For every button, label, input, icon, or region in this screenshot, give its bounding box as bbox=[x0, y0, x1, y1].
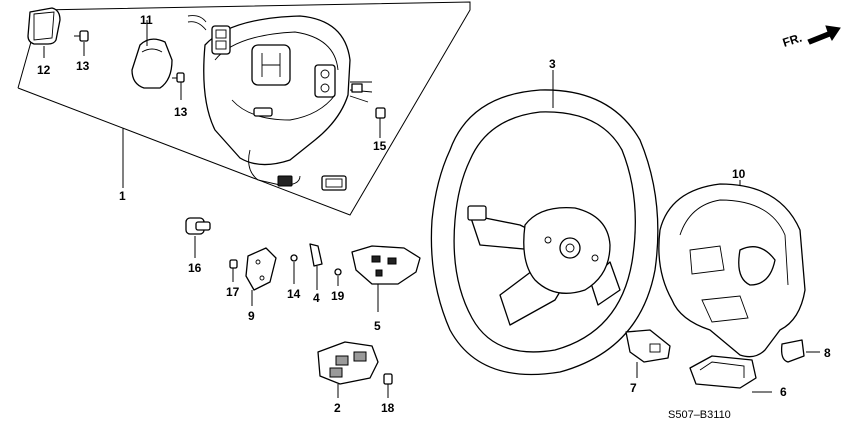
part-11-inflator[interactable] bbox=[131, 32, 173, 89]
callout-labels: 1 2 3 4 5 6 7 8 9 10 11 12 13 13 14 15 1… bbox=[37, 13, 831, 415]
callout-18: 18 bbox=[381, 401, 395, 415]
part-9-bracket[interactable] bbox=[245, 247, 277, 291]
part-18-screw[interactable] bbox=[383, 373, 393, 398]
part-12-cap[interactable] bbox=[27, 7, 61, 45]
callout-6: 6 bbox=[780, 385, 787, 399]
callout-4: 4 bbox=[313, 291, 320, 305]
part-7-bracket[interactable] bbox=[625, 329, 671, 363]
front-direction-indicator: FR. bbox=[781, 25, 841, 50]
part-2-switch-pad[interactable] bbox=[317, 341, 379, 398]
part-17-screw[interactable] bbox=[229, 259, 238, 269]
callout-19: 19 bbox=[331, 289, 345, 303]
front-arrow-icon bbox=[807, 25, 841, 45]
callout-9: 9 bbox=[248, 309, 255, 323]
callout-10: 10 bbox=[732, 167, 746, 181]
leader-lines bbox=[43, 20, 820, 393]
part-16-cancel-cam[interactable] bbox=[185, 217, 211, 235]
callout-13-top: 13 bbox=[76, 59, 90, 73]
callout-8: 8 bbox=[824, 346, 831, 360]
part-19-screw[interactable] bbox=[334, 268, 342, 276]
callout-17: 17 bbox=[226, 285, 240, 299]
callout-16: 16 bbox=[188, 261, 202, 275]
part-5-switch-assembly[interactable] bbox=[351, 245, 421, 312]
part-14-screw[interactable] bbox=[290, 254, 298, 262]
part-6-bracket[interactable] bbox=[689, 355, 757, 389]
callout-15: 15 bbox=[373, 139, 387, 153]
part-4-clip[interactable] bbox=[309, 243, 323, 267]
callout-11: 11 bbox=[140, 13, 153, 27]
part-10-rear-cover[interactable] bbox=[658, 183, 806, 358]
callout-1: 1 bbox=[119, 189, 126, 203]
part-8-cover[interactable] bbox=[780, 339, 805, 363]
part-3-steering-wheel[interactable] bbox=[430, 89, 659, 376]
honda-logo-icon bbox=[251, 44, 291, 86]
callout-2: 2 bbox=[334, 401, 341, 415]
diagram-code: S507–B3110 bbox=[668, 409, 731, 421]
callout-12: 12 bbox=[37, 63, 51, 77]
callout-13-lower: 13 bbox=[174, 105, 188, 119]
callout-14: 14 bbox=[287, 287, 301, 301]
part-15-screw[interactable] bbox=[375, 107, 386, 130]
callout-5: 5 bbox=[374, 319, 381, 333]
part-13-screw-top[interactable] bbox=[74, 30, 89, 42]
airbag-cover[interactable] bbox=[187, 15, 373, 191]
part-13-screw-lower[interactable] bbox=[172, 72, 185, 100]
callout-7: 7 bbox=[630, 381, 637, 395]
front-direction-label: FR. bbox=[781, 31, 804, 50]
callout-3: 3 bbox=[549, 57, 556, 71]
